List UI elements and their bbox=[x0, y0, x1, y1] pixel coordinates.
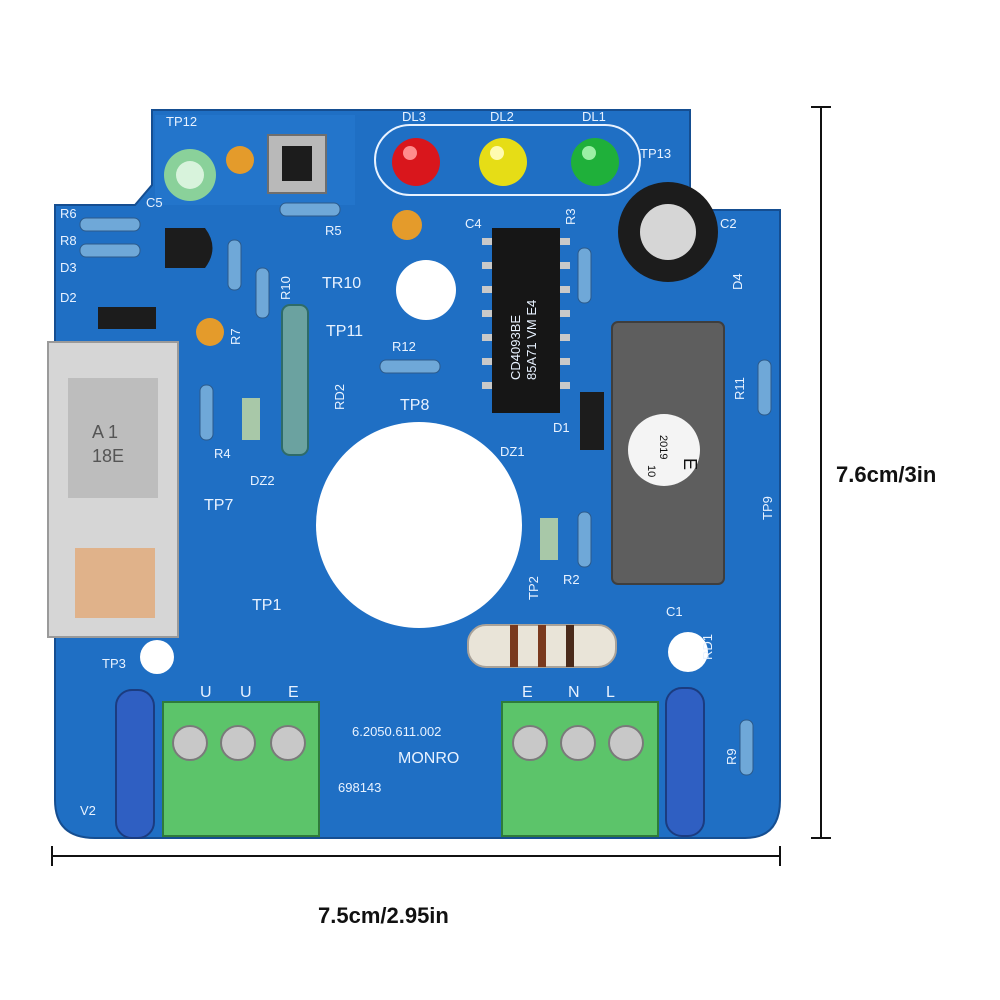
height-label: 7.6cm/3in bbox=[836, 462, 937, 487]
label-tp2: TP2 bbox=[526, 576, 541, 600]
brand-text: MONRO bbox=[398, 750, 459, 767]
label-d1: D1 bbox=[553, 420, 570, 435]
label-rd2: RD2 bbox=[332, 384, 347, 410]
diode-dz2 bbox=[242, 398, 260, 440]
reed-stamp-1: E bbox=[680, 458, 700, 470]
width-label: 7.5cm/2.95in bbox=[318, 903, 449, 928]
label-tp12: TP12 bbox=[166, 114, 197, 129]
varistor-left bbox=[115, 689, 155, 839]
label-r8: R8 bbox=[60, 233, 77, 248]
label-r11: R11 bbox=[732, 377, 747, 400]
label-r2: R2 bbox=[563, 572, 580, 587]
label-r9: R9 bbox=[724, 748, 739, 765]
label-dl3: DL3 bbox=[402, 109, 426, 124]
label-v2: V2 bbox=[80, 803, 96, 818]
glass-reed-switch bbox=[281, 304, 309, 456]
label-c5: C5 bbox=[146, 195, 163, 210]
relay-text-2: 18E bbox=[92, 446, 124, 466]
terminal-right-1: E bbox=[522, 684, 533, 701]
height-dimension-line bbox=[811, 106, 831, 839]
label-r5: R5 bbox=[325, 223, 342, 238]
terminal-block-right bbox=[501, 701, 659, 837]
label-d3: D3 bbox=[60, 260, 77, 275]
serial-number: 698143 bbox=[338, 780, 381, 795]
diode-dz1 bbox=[540, 518, 558, 560]
ic-text-1: CD4093BE bbox=[508, 315, 523, 380]
label-dz2: DZ2 bbox=[250, 473, 275, 488]
label-c1: C1 bbox=[666, 604, 683, 619]
terminal-left-3: E bbox=[288, 684, 299, 701]
label-dl1: DL1 bbox=[582, 109, 606, 124]
label-r4: R4 bbox=[214, 446, 231, 461]
varistor-right bbox=[665, 687, 705, 837]
label-tp1: TP1 bbox=[252, 597, 281, 614]
part-number: 6.2050.611.002 bbox=[352, 724, 441, 739]
label-dl2: DL2 bbox=[490, 109, 514, 124]
label-r6: R6 bbox=[60, 206, 77, 221]
terminal-block-left bbox=[162, 701, 320, 837]
ic-text-2: 85A71 VM E4 bbox=[524, 300, 539, 380]
reed-stamp-3: 10 bbox=[645, 465, 657, 477]
mounting-hole-right bbox=[668, 632, 708, 672]
label-d4: D4 bbox=[730, 273, 745, 290]
width-dimension-line bbox=[51, 846, 781, 866]
terminal-left-2: U bbox=[240, 684, 252, 701]
terminal-left-1: U bbox=[200, 684, 212, 701]
label-tp7: TP7 bbox=[204, 497, 233, 514]
label-dz1: DZ1 bbox=[500, 444, 525, 459]
relay-text: A 1 bbox=[92, 422, 118, 442]
label-tp9: TP9 bbox=[760, 496, 775, 520]
led-yellow bbox=[479, 138, 527, 186]
reed-stamp-2: 2019 bbox=[657, 435, 669, 459]
led-green bbox=[571, 138, 619, 186]
diode-d2 bbox=[98, 307, 156, 329]
label-c4: C4 bbox=[465, 216, 482, 231]
mounting-hole-left bbox=[140, 640, 174, 674]
label-tp13: TP13 bbox=[640, 146, 671, 161]
led-red bbox=[392, 138, 440, 186]
label-tp3: TP3 bbox=[102, 656, 126, 671]
mounting-hole-center bbox=[316, 422, 522, 628]
label-r3: R3 bbox=[563, 208, 578, 225]
label-r7: R7 bbox=[228, 328, 243, 345]
label-d2: D2 bbox=[60, 290, 77, 305]
label-tr10: TR10 bbox=[322, 275, 361, 292]
terminal-right-2: N bbox=[568, 684, 580, 701]
label-tp11: TP11 bbox=[326, 323, 363, 340]
label-rd1: RD1 bbox=[700, 634, 715, 660]
label-r12: R12 bbox=[392, 339, 416, 354]
label-r10: R10 bbox=[278, 276, 293, 300]
transistor bbox=[165, 228, 213, 268]
diode-d1 bbox=[580, 392, 604, 450]
mounting-hole-top bbox=[396, 260, 456, 320]
terminal-right-3: L bbox=[606, 684, 615, 701]
label-tp8: TP8 bbox=[400, 397, 429, 414]
ic-cd4093 bbox=[492, 228, 560, 413]
label-c2: C2 bbox=[720, 216, 737, 231]
